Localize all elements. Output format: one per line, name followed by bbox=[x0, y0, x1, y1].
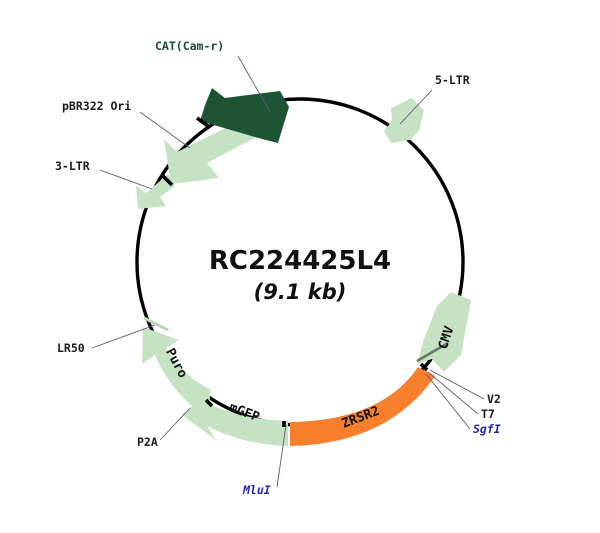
leader-line-mlui bbox=[276, 424, 287, 488]
leader-line-3ltr bbox=[99, 169, 153, 190]
leader-line-lr50 bbox=[91, 324, 156, 349]
leader-line-v2 bbox=[429, 369, 485, 400]
callout-labels: CAT(Cam-r) pBR322 Ori 3-LTR 5-LTR LR50 P… bbox=[55, 39, 501, 497]
tick-p2a bbox=[204, 398, 214, 408]
arc-label-cmv: CMV bbox=[436, 324, 458, 351]
callout-label-mlui[interactable]: MluI bbox=[242, 483, 271, 497]
leader-line-cat bbox=[237, 55, 271, 113]
leader-line-pbr322 bbox=[139, 111, 191, 149]
callout-label-p2a[interactable]: P2A bbox=[137, 435, 158, 449]
callout-label-sgfi[interactable]: SgfI bbox=[473, 422, 501, 436]
callout-label-5-ltr[interactable]: 5-LTR bbox=[435, 73, 470, 87]
leader-line-5ltr bbox=[399, 89, 433, 125]
feature-zrsr2[interactable] bbox=[290, 367, 435, 446]
callout-label-3-ltr[interactable]: 3-LTR bbox=[55, 159, 90, 173]
callout-label-cat[interactable]: CAT(Cam-r) bbox=[155, 39, 224, 53]
callout-leader-lines bbox=[91, 55, 485, 488]
tick-sgfi bbox=[419, 362, 429, 372]
feature-puro[interactable] bbox=[142, 327, 211, 407]
leader-line-sgfi bbox=[425, 373, 471, 430]
feature-cat-cam-r[interactable] bbox=[200, 88, 289, 143]
callout-label-v2[interactable]: V2 bbox=[487, 392, 501, 406]
tick-t7-v2 bbox=[416, 341, 449, 363]
callout-label-pbr322-ori[interactable]: pBR322 Ori bbox=[62, 99, 131, 113]
leader-line-p2a bbox=[159, 407, 191, 441]
callout-label-lr50[interactable]: LR50 bbox=[57, 341, 85, 355]
plasmid-size: (9.1 kb) bbox=[254, 280, 347, 304]
callout-label-t7[interactable]: T7 bbox=[481, 407, 495, 421]
leader-line-t7 bbox=[427, 371, 479, 415]
site-ticks bbox=[143, 116, 449, 427]
tick-3ltr-junction bbox=[161, 174, 174, 187]
plasmid-name: RC224425L4 bbox=[209, 246, 391, 276]
tick-lr50 bbox=[143, 316, 169, 332]
feature-3-ltr[interactable] bbox=[136, 174, 175, 209]
center-title-group: RC224425L4 (9.1 kb) bbox=[209, 246, 391, 304]
tick-cat-junction bbox=[195, 116, 210, 128]
